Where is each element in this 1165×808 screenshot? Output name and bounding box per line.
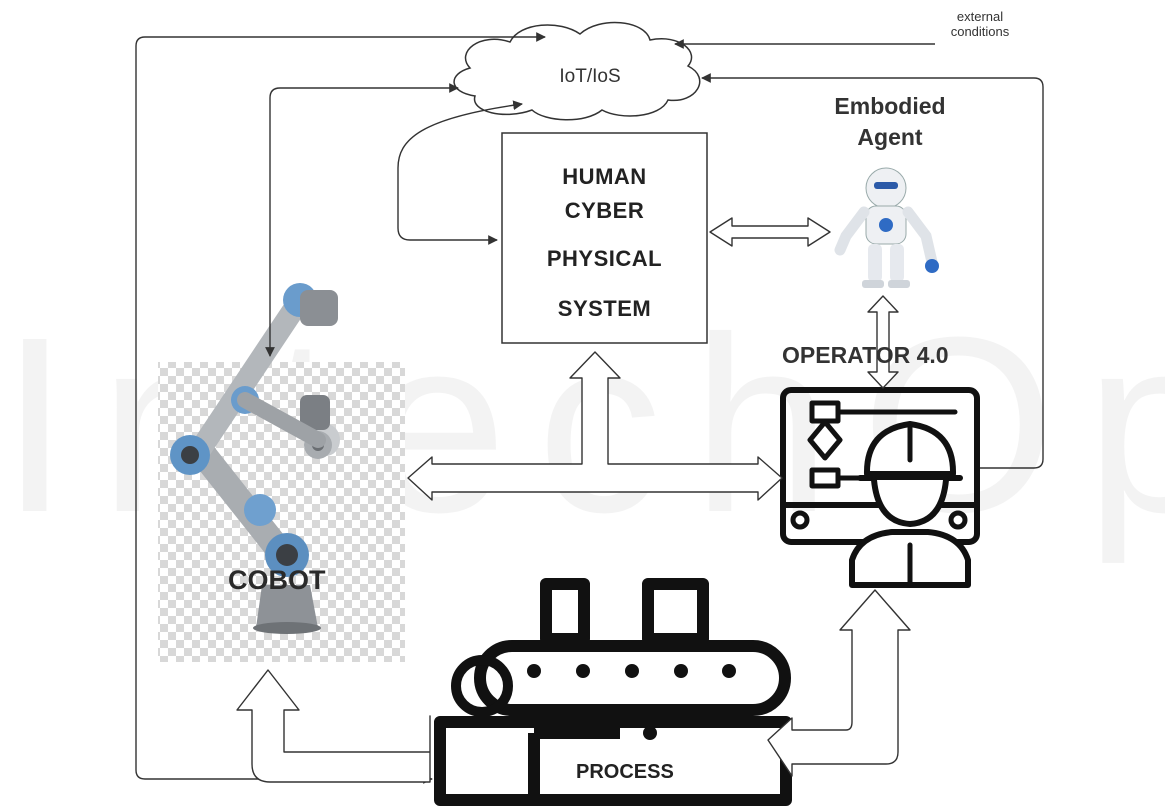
connector-lines: [135, 32, 1044, 784]
block-arrows: [236, 217, 911, 783]
process-icon: [434, 578, 792, 806]
embodied-label-line: Embodied: [834, 93, 946, 119]
agent-operator-arrow: [867, 295, 899, 389]
cobot-image: [158, 283, 405, 662]
embodied-agent-robot: [834, 167, 939, 288]
process-label: PROCESS: [576, 761, 674, 783]
hcps-system-label: SYSTEM: [557, 296, 652, 321]
process-rollers: [527, 664, 736, 740]
hcps-agent-arrow: [709, 217, 831, 247]
cobot-label: COBOT: [228, 565, 326, 595]
embodied-agent-label: Embodied Agent: [800, 91, 980, 153]
hcps-cobot-operator-arrow: [407, 351, 783, 501]
hcps-human-label: HUMAN: [562, 164, 647, 189]
iot-label: IoT/IoS: [559, 66, 621, 87]
conditions-label-line: conditions: [950, 24, 1010, 39]
process-operator-arrow: [767, 589, 911, 777]
operator-icon: [780, 387, 980, 588]
process-cobot-arrow: [236, 669, 431, 783]
agent-label-line: Agent: [857, 124, 923, 150]
operator-label: OPERATOR 4.0: [782, 342, 949, 368]
external-label-line: external: [956, 9, 1004, 24]
external-conditions-label: external conditions: [930, 9, 1030, 39]
hcps-cyber-label: CYBER: [564, 198, 645, 223]
hcps-physical-label: PHYSICAL: [546, 246, 663, 271]
